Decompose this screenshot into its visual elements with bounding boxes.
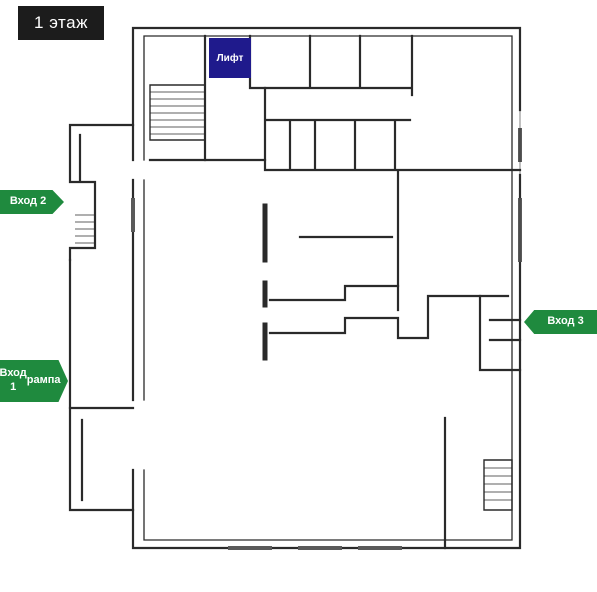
entrance-1-sublabel: рампа xyxy=(26,374,61,387)
outer-wall-inner xyxy=(143,35,513,541)
mid-rooms xyxy=(263,86,522,312)
partition-3 xyxy=(268,294,510,340)
entrance-1-marker: Вход 1 рампа xyxy=(0,360,68,402)
lower-right-rooms xyxy=(478,294,522,372)
windows xyxy=(131,128,522,550)
entrance-3-marker: Вход 3 xyxy=(524,310,597,334)
partition-2 xyxy=(268,284,400,302)
left-wing-upper xyxy=(68,123,135,262)
lift-label: Лифт xyxy=(209,38,251,78)
entrance-1-label: Вход 1 xyxy=(0,367,27,393)
floor-label: 1 этаж xyxy=(18,6,104,40)
entrance-2-marker: Вход 2 xyxy=(0,190,64,214)
staircase-bottom xyxy=(483,459,513,511)
left-wing-lower xyxy=(68,406,135,512)
staircase-top xyxy=(149,84,206,141)
